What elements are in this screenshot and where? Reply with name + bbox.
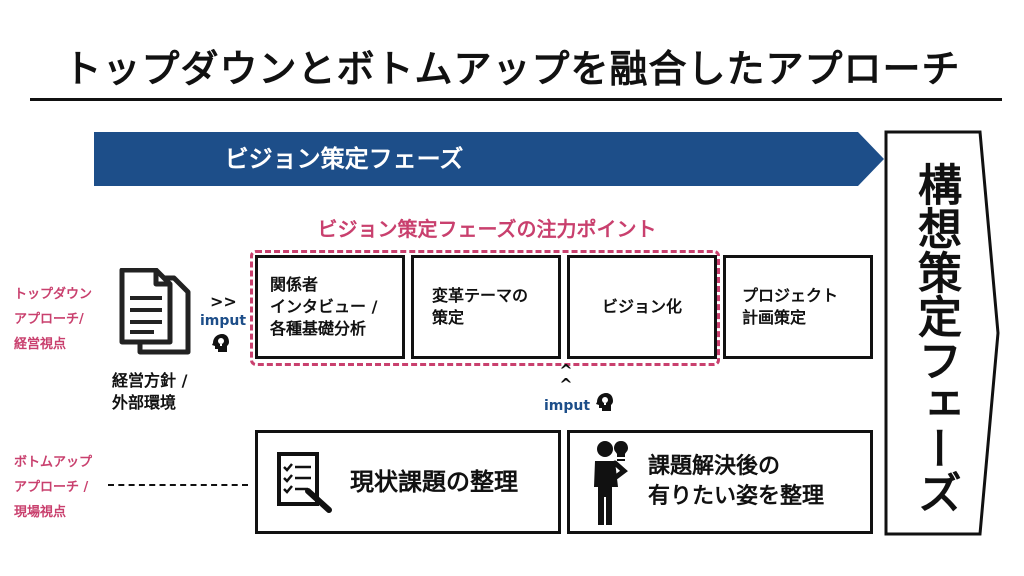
bottomup-label-line: ボトムアップ bbox=[14, 455, 93, 470]
step-line: インタビュー / bbox=[270, 297, 378, 316]
step-box-vision: ビジョン化 bbox=[567, 255, 717, 359]
topdown-label: トップダウン アプローチ/ 経営視点 bbox=[14, 282, 114, 357]
side-phase-shape bbox=[884, 130, 1000, 536]
input-arrow-up: ^ ^ bbox=[556, 361, 576, 394]
documents-label-line: 経営方針 / bbox=[112, 371, 188, 390]
topdown-label-line: アプローチ/ bbox=[14, 312, 84, 327]
step-line: 策定 bbox=[432, 308, 465, 327]
input-label: imput bbox=[200, 313, 247, 329]
phase-banner-arrow bbox=[94, 132, 884, 186]
checklist-icon bbox=[277, 452, 332, 513]
bottomup-label-line: 現場視点 bbox=[14, 505, 67, 520]
step-line: プロジェクト bbox=[742, 286, 839, 305]
input-arrow-up-glyph: ^ bbox=[559, 375, 573, 394]
bottomup-label: ボトムアップ アプローチ / 現場視点 bbox=[14, 450, 114, 525]
input-arrow-right: >> bbox=[210, 292, 237, 311]
side-phase-arrow bbox=[884, 130, 1000, 536]
bottom-box-line: 課題解決後の bbox=[648, 454, 781, 479]
focus-title: ビジョン策定フェーズの注力ポイント bbox=[317, 217, 657, 241]
step-line: 関係者 bbox=[270, 275, 319, 294]
bottom-box-current-issues: 現状課題の整理 bbox=[255, 430, 561, 534]
step-line: 計画策定 bbox=[742, 308, 807, 327]
step-box-project-plan: プロジェクト 計画策定 bbox=[723, 255, 873, 359]
step-line: ビジョン化 bbox=[601, 297, 682, 316]
head-lightbulb-icon bbox=[596, 393, 613, 411]
topdown-label-line: 経営視点 bbox=[14, 337, 67, 352]
step-line: 各種基礎分析 bbox=[270, 319, 367, 338]
page-title: トップダウンとボトムアップを融合したアプローチ bbox=[63, 47, 961, 91]
bottom-box-line: 有りたい姿を整理 bbox=[648, 484, 825, 509]
bottomup-label-line: アプローチ / bbox=[14, 480, 89, 495]
topdown-label-line: トップダウン bbox=[14, 287, 93, 302]
phase-banner-shape bbox=[94, 132, 884, 186]
input-label: imput bbox=[544, 398, 591, 414]
documents-label-line: 外部環境 bbox=[112, 393, 177, 412]
bottom-box-label: 現状課題の整理 bbox=[350, 468, 518, 496]
step-box-interview: 関係者 インタビュー / 各種基礎分析 bbox=[255, 255, 405, 359]
step-line: 変革テーマの bbox=[432, 286, 529, 305]
documents-label: 経営方針 / 外部環境 bbox=[112, 370, 212, 414]
side-phase-label: 構想策定フェーズ bbox=[910, 161, 961, 514]
input-arrow-up-glyph: ^ bbox=[559, 361, 573, 380]
phase-banner-label: ビジョン策定フェーズ bbox=[224, 145, 464, 173]
documents-icon bbox=[119, 268, 191, 355]
bottom-box-ideal-state: 課題解決後の 有りたい姿を整理 bbox=[567, 430, 873, 534]
focus-dashed-frame bbox=[250, 250, 720, 366]
step-box-theme: 変革テーマの 策定 bbox=[411, 255, 561, 359]
thinking-person-icon bbox=[594, 441, 628, 525]
bottomup-dashed-connector bbox=[108, 484, 248, 486]
title-underline bbox=[30, 98, 1002, 101]
head-lightbulb-icon bbox=[212, 334, 229, 352]
